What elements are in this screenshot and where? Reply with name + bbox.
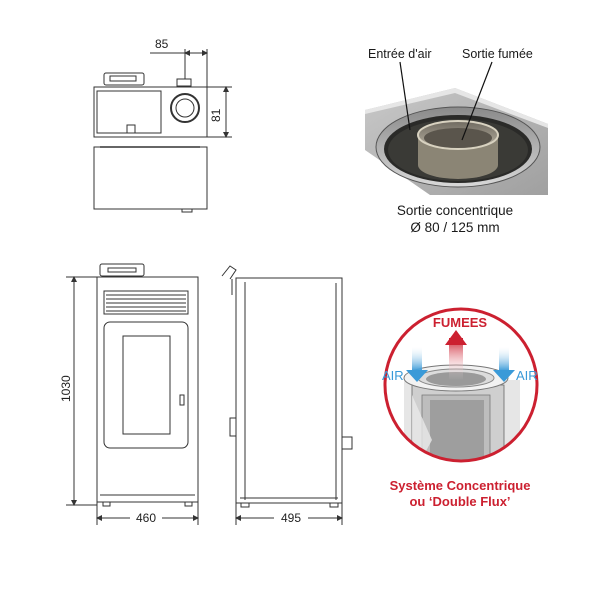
dimension-81 bbox=[199, 86, 232, 138]
label-air-inlet: Entrée d'air bbox=[368, 47, 432, 61]
top-body-lower bbox=[93, 146, 208, 210]
concentric-diagram bbox=[383, 307, 539, 463]
side-body bbox=[235, 277, 343, 504]
dimension-85 bbox=[150, 49, 208, 87]
front-grille bbox=[103, 290, 189, 315]
dim-top-flue-height: 81 bbox=[209, 108, 223, 122]
air-right-arrow bbox=[493, 370, 515, 382]
fumes-arrow-shaft bbox=[449, 338, 463, 380]
front-control-panel bbox=[99, 263, 145, 277]
front-body bbox=[96, 276, 199, 503]
pellet-lid bbox=[96, 90, 162, 134]
fumes-arrow-head bbox=[445, 330, 467, 345]
dim-height: 1030 bbox=[59, 375, 73, 402]
concentric-caption-line2: ou ‘Double Flux’ bbox=[409, 494, 510, 509]
lid-handle bbox=[126, 124, 136, 134]
label-smoke-outlet: Sortie fumée bbox=[462, 47, 533, 61]
photo-caption-line2: Ø 80 / 125 mm bbox=[410, 220, 499, 235]
top-view bbox=[93, 72, 208, 213]
photo-caption-line1: Sortie concentrique bbox=[397, 203, 513, 218]
dimension-1030 bbox=[66, 276, 97, 506]
flue-outer-circle bbox=[170, 93, 200, 123]
label-fumes: FUMEES bbox=[433, 315, 488, 330]
dim-depth: 495 bbox=[281, 511, 301, 525]
diagram-circle bbox=[383, 307, 539, 463]
door-glass bbox=[122, 335, 171, 435]
front-door bbox=[103, 321, 189, 449]
flue-stub bbox=[176, 78, 192, 87]
door-handle bbox=[179, 394, 185, 406]
side-flue-outlet bbox=[221, 265, 237, 280]
side-view bbox=[221, 265, 353, 508]
front-view bbox=[96, 263, 199, 507]
top-control-panel bbox=[103, 72, 145, 86]
air-left-arrow bbox=[406, 370, 428, 382]
dim-top-offset: 85 bbox=[155, 37, 169, 51]
dim-width: 460 bbox=[136, 511, 156, 525]
foot bbox=[181, 208, 193, 213]
label-air-left: AIR bbox=[382, 368, 404, 383]
concentric-caption-line1: Système Concentrique bbox=[390, 478, 531, 493]
control-panel-screen bbox=[109, 75, 137, 82]
flue-inner-circle bbox=[175, 98, 195, 118]
concentric-outlet-photo bbox=[365, 88, 548, 195]
label-air-right: AIR bbox=[516, 368, 538, 383]
photo-leaders bbox=[399, 61, 493, 141]
